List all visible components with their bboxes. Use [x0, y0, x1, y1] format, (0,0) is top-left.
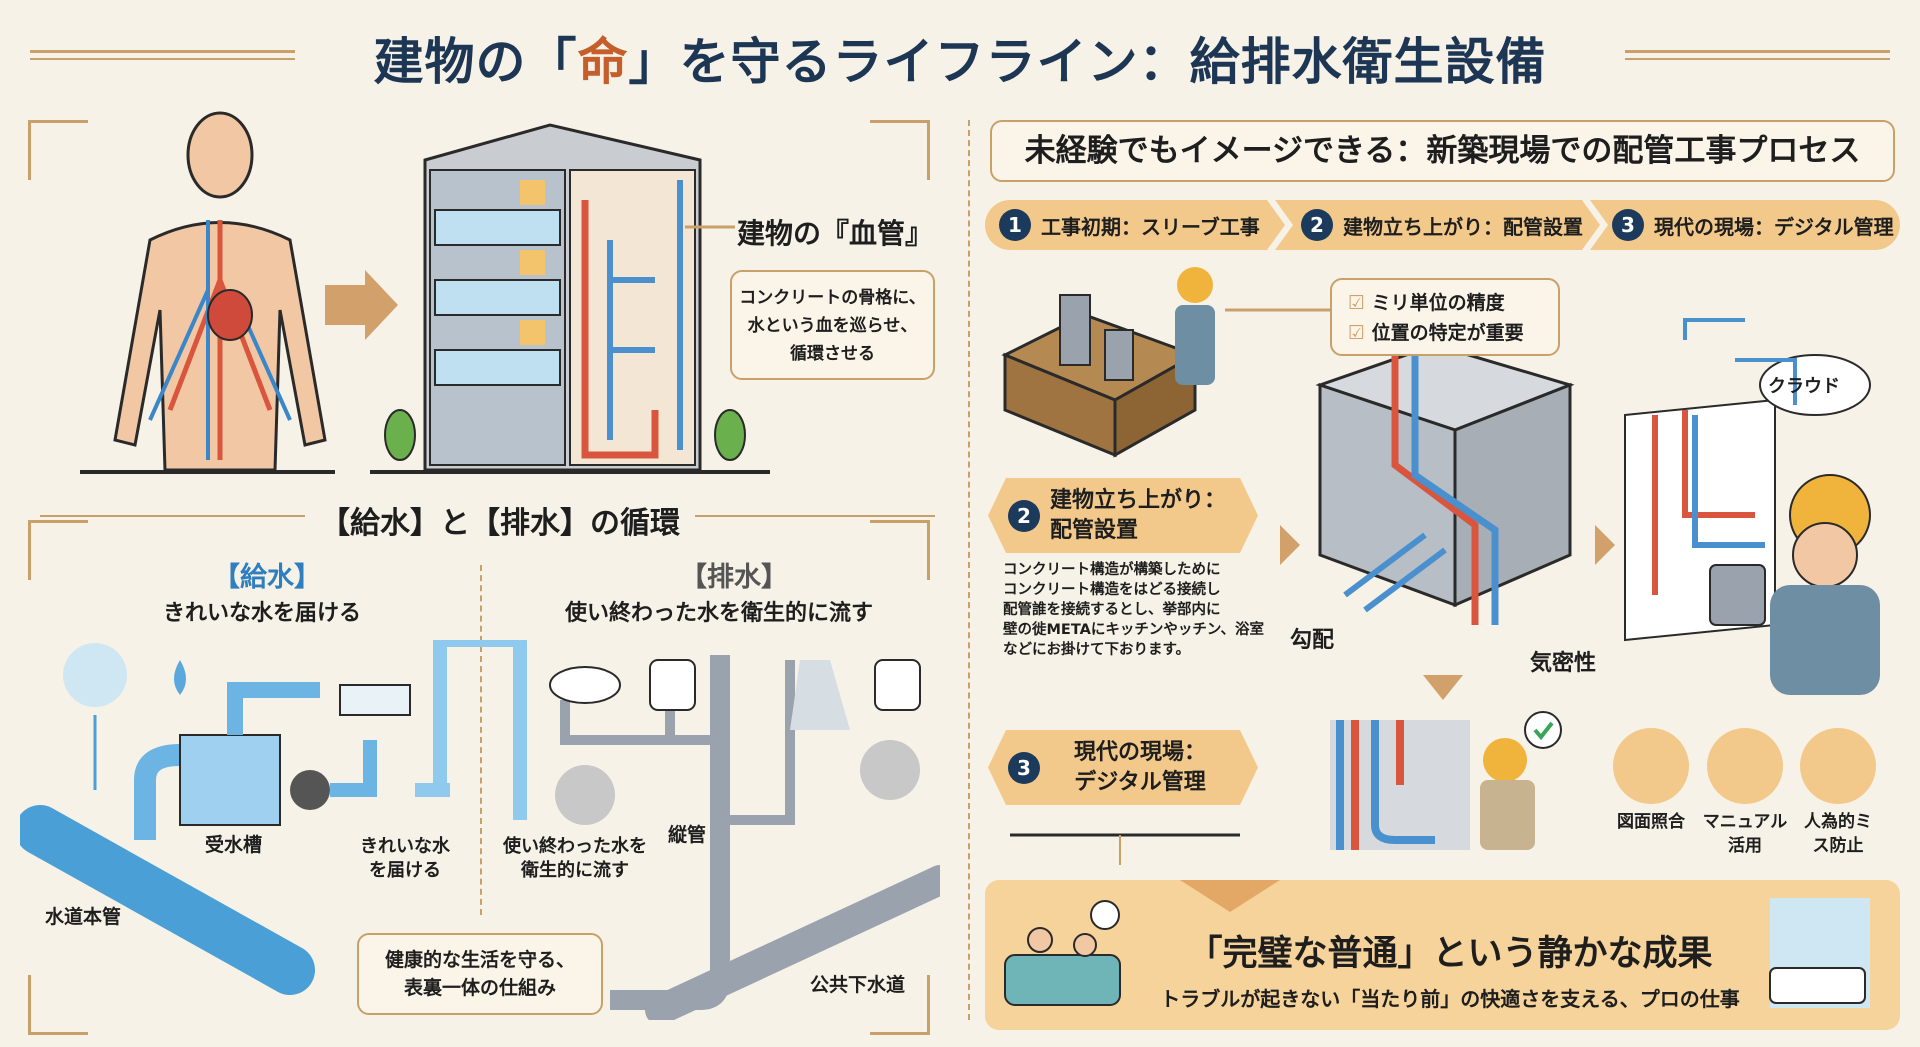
toilet-icon	[874, 659, 921, 711]
callout-line: 水という血を巡らせ、	[747, 316, 918, 336]
page-title: 建物の「命」を守るライフライン：給排水衛生設備	[373, 33, 1547, 91]
drain-title: 【排水】	[680, 562, 788, 593]
supply-subtitle: きれいな水を届ける	[163, 601, 362, 626]
checkbox-icon: ☑	[1348, 322, 1372, 344]
result-title: 「完璧な普通」という静かな成果	[1187, 934, 1713, 974]
supply-drain-divider	[480, 565, 482, 915]
frame-corner	[870, 120, 930, 180]
water-tank-icon	[179, 734, 281, 826]
checkmark-icon	[1533, 721, 1554, 741]
water-main-pipe	[20, 805, 315, 995]
worker-icon	[1800, 728, 1876, 804]
panel-divider	[968, 120, 970, 1020]
title-rule-right	[1625, 50, 1890, 53]
blueprint-icon	[1613, 728, 1689, 804]
arrow-down-icon	[1180, 880, 1280, 912]
clock-icon	[1090, 900, 1120, 930]
drain-subtitle: 使い終わった水を衛生的に流す	[565, 601, 874, 626]
cycle-summary-box: 健康的な生活を守る、表裏一体の仕組み	[357, 933, 603, 1015]
blueprint-tablet-worker-icon	[1624, 398, 1880, 695]
building-loop-pipe	[415, 640, 527, 820]
cycle-heading: 【給水】と【排水】の循環	[320, 506, 680, 541]
callout-line: 循環させる	[790, 344, 875, 364]
analogy-callout: コンクリートの骨格に、 水という血を巡らせ、 循環させる	[730, 270, 935, 380]
body-building-illustration	[80, 111, 770, 474]
bathroom-icon	[1769, 898, 1870, 1008]
frame-corner	[28, 975, 88, 1035]
process-heading: 未経験でもイメージできる：新築現場での配管工事プロセス	[990, 120, 1895, 182]
icon-label: 人為的ミス防止	[1804, 812, 1872, 856]
building-vessel-label: 建物の『血管』	[737, 217, 934, 250]
result-banner	[985, 880, 1900, 1030]
used-water-icon	[555, 765, 615, 825]
supply-flow-label: きれいな水を届ける	[360, 836, 450, 881]
step2-description: コンクリート構造が構築しためにコンクリート構造をはどる接続し配管誰を接続するとし…	[1003, 562, 1264, 658]
pump-icon	[290, 770, 330, 810]
frame-corner	[28, 520, 88, 580]
checklist-item: ☑ 位置の特定が重要	[1348, 322, 1524, 344]
icon-label: 図面照合	[1617, 812, 1685, 832]
sewer-pipe	[645, 865, 940, 1020]
frame-corner	[870, 975, 930, 1035]
digital-inspection-icon	[1330, 711, 1562, 850]
step2-banner: 2 建物立ち上がり：配管設置	[988, 478, 1258, 553]
sewer-label: 公共下水道	[810, 974, 906, 996]
cloud-label: クラウド	[1768, 376, 1840, 397]
result-subtitle: トラブルが起きない「当たり前」の快適さを支える、プロの仕事	[1160, 987, 1740, 1011]
cloud-sync-icon	[1683, 318, 1871, 416]
toilet-icon	[649, 659, 696, 711]
airtightness-label: 気密性	[1530, 651, 1597, 676]
callout-line: コンクリートの骨格に、	[739, 288, 926, 308]
family-sofa-icon	[1004, 900, 1121, 1006]
frame-corner	[28, 120, 88, 180]
manual-book-icon	[1707, 728, 1783, 804]
stack-label: 縦管	[668, 824, 707, 846]
step3-banner: 3 現代の現場：デジタル管理	[988, 730, 1258, 805]
arrow-right-icon	[1280, 525, 1300, 565]
section-rule	[695, 515, 935, 517]
main-pipe-label: 水道本管	[45, 906, 122, 928]
sleeve-work-icon	[1001, 267, 1215, 458]
title-rule-left	[30, 50, 295, 53]
frame-corner	[870, 520, 930, 580]
sink-icon	[339, 684, 411, 716]
no-flush-icon	[860, 740, 920, 800]
tablet-icon	[1709, 564, 1766, 626]
hardhat-icon	[1177, 267, 1213, 303]
supply-arrow	[227, 682, 320, 735]
icon-label: マニュアル活用	[1702, 812, 1788, 856]
section-rule	[40, 515, 305, 517]
water-drop-icon	[174, 660, 186, 695]
water-source-icon	[63, 643, 127, 707]
drain-flow-label: 使い終わった水を衛生的に流す	[503, 836, 647, 881]
tank-label: 受水槽	[205, 834, 263, 856]
slope-label: 勾配	[1290, 628, 1335, 653]
shower-icon	[790, 660, 850, 730]
supply-title: 【給水】	[213, 562, 321, 593]
water-cycle-illustration	[20, 640, 940, 1020]
checklist-item: ☑ ミリ単位の精度	[1348, 292, 1505, 314]
human-circulation-icon	[80, 111, 335, 474]
process-illustration	[1001, 267, 1880, 865]
washbasin-icon	[549, 666, 621, 704]
floor-cutaway-icon	[1315, 325, 1575, 625]
title-rule-right-2	[1625, 58, 1890, 60]
building-icon	[370, 123, 770, 474]
precision-checklist: ☑ ミリ単位の精度 ☑ 位置の特定が重要	[1330, 278, 1560, 356]
arrow-down-icon	[1423, 675, 1463, 700]
title-rule-left-2	[30, 58, 295, 60]
arrow-right-icon	[325, 270, 398, 340]
arrow-right-icon	[1595, 525, 1615, 565]
checkbox-icon: ☑	[1348, 292, 1372, 314]
